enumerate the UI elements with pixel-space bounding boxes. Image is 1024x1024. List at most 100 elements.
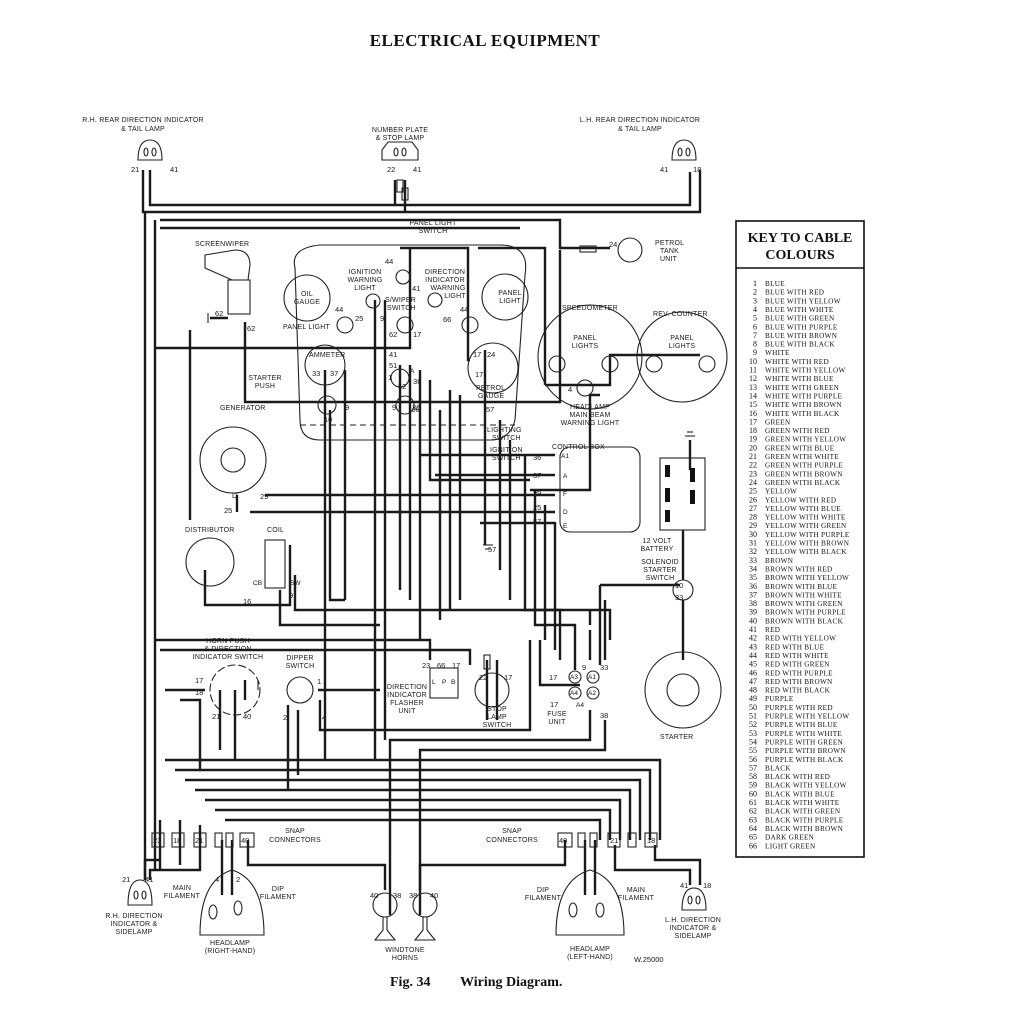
key-colour: YELLOW WITH PURPLE xyxy=(765,531,850,539)
wire-number: 18 xyxy=(703,881,711,890)
label-rh-rear-lamp: R.H. REAR DIRECTION INDICATOR& TAIL LAMP xyxy=(82,117,203,133)
key-colour: BLACK xyxy=(765,764,791,772)
key-colour: RED WITH BLUE xyxy=(765,643,825,651)
wire-number: 1 xyxy=(317,677,321,686)
key-number: 30 xyxy=(749,530,757,539)
wire-number: 18 xyxy=(693,165,701,174)
key-number: 37 xyxy=(749,590,757,599)
solenoid-starter-switch xyxy=(672,579,694,601)
key-number: 17 xyxy=(749,417,757,426)
wire-number: 41 xyxy=(413,165,421,174)
wire-number: 21 xyxy=(610,836,618,845)
wire-number: 40 xyxy=(559,836,567,845)
label-number-plate-lamp: NUMBER PLATE& STOP LAMP xyxy=(372,127,428,142)
wire-number: 4 xyxy=(215,875,219,884)
key-colour: PURPLE xyxy=(765,695,794,703)
key-colour: GREEN WITH BROWN xyxy=(765,470,843,478)
key-colour: BROWN WITH BLUE xyxy=(765,583,838,591)
wire-number: 21 xyxy=(195,836,203,845)
key-number: 48 xyxy=(749,686,757,695)
key-colour: WHITE WITH GREEN xyxy=(765,384,840,392)
key-number: 26 xyxy=(749,495,757,504)
direction-indicator-warning-light xyxy=(427,292,443,308)
key-number: 11 xyxy=(749,366,757,375)
key-number: 19 xyxy=(749,435,757,444)
key-colour: YELLOW WITH BROWN xyxy=(765,540,850,548)
wire-number: 40 xyxy=(241,836,249,845)
wire-number: 4 xyxy=(568,385,572,394)
key-number: 40 xyxy=(749,616,757,625)
key-number: 23 xyxy=(749,469,757,478)
key-number: 41 xyxy=(749,625,757,634)
key-number: 14 xyxy=(749,391,757,400)
label-generator: GENERATOR xyxy=(220,405,266,412)
wire-number: 37 xyxy=(533,471,541,480)
key-number: 22 xyxy=(749,461,757,470)
snap-connectors-left xyxy=(151,832,255,848)
label-panel-light: PANEL LIGHT xyxy=(283,324,330,331)
earth-symbol xyxy=(257,431,695,690)
wire-number: 18 xyxy=(647,836,655,845)
key-colour: BROWN WITH RED xyxy=(765,565,833,573)
wire-number: 36 xyxy=(413,377,421,386)
wire-number: 9 xyxy=(289,591,293,600)
terminal-coil: CB xyxy=(253,580,262,587)
wire-number: 44 xyxy=(385,257,393,266)
oil-gauge xyxy=(283,274,331,322)
screenwiper-motor xyxy=(204,249,251,323)
key-colour: YELLOW WITH RED xyxy=(765,496,836,504)
key-number: 21 xyxy=(749,452,757,461)
label-lh-rear-lamp: L.H. REAR DIRECTION INDICATOR& TAIL LAMP xyxy=(580,117,700,133)
key-colour: DARK GREEN xyxy=(765,834,815,842)
speedometer xyxy=(537,304,643,410)
terminal-control-box: D xyxy=(563,509,568,516)
key-colour: WHITE WITH BROWN xyxy=(765,401,842,409)
terminal-flasher: L xyxy=(432,679,436,686)
wire-number: 1 xyxy=(388,373,392,382)
key-colour: YELLOW xyxy=(765,488,797,496)
key-colour: WHITE WITH BLACK xyxy=(765,410,840,418)
key-colour: RED WITH GREEN xyxy=(765,661,830,669)
label-starter: STARTER xyxy=(660,734,693,741)
key-colour: BLACK WITH BLUE xyxy=(765,790,835,798)
petrol-gauge xyxy=(467,342,519,394)
terminal-fuse: A3 xyxy=(570,674,578,681)
wire-number: 44 xyxy=(460,305,468,314)
wire-number: 41 xyxy=(170,165,178,174)
key-number: 44 xyxy=(749,651,757,660)
key-number: 42 xyxy=(749,634,757,643)
wire-number: 21 xyxy=(122,875,130,884)
key-number: 33 xyxy=(749,556,757,565)
wire-number: 37 xyxy=(330,369,338,378)
wire-number: 29 xyxy=(533,489,541,498)
wire-number: 21 xyxy=(131,165,139,174)
key-number: 39 xyxy=(749,608,757,617)
distributor xyxy=(185,537,235,587)
wire-number: 29 xyxy=(260,492,268,501)
key-colour: WHITE WITH YELLOW xyxy=(765,367,846,375)
key-colour: BROWN WITH GREEN xyxy=(765,600,843,608)
terminal-fuse: A4 xyxy=(576,702,584,709)
key-colour: PURPLE WITH WHITE xyxy=(765,730,842,738)
wire-number: 57 xyxy=(486,405,494,414)
panel-light-right xyxy=(481,273,529,321)
key-number: 8 xyxy=(753,340,757,349)
key-colour: RED WITH PURPLE xyxy=(765,669,833,677)
key-number: 13 xyxy=(749,383,757,392)
key-colour: BLUE WITH BLACK xyxy=(765,341,835,349)
key-number: 35 xyxy=(749,573,757,582)
stop-lamp-switch xyxy=(474,672,510,708)
rh-side-lamp xyxy=(127,879,153,906)
windtone-horn-right xyxy=(412,892,438,941)
